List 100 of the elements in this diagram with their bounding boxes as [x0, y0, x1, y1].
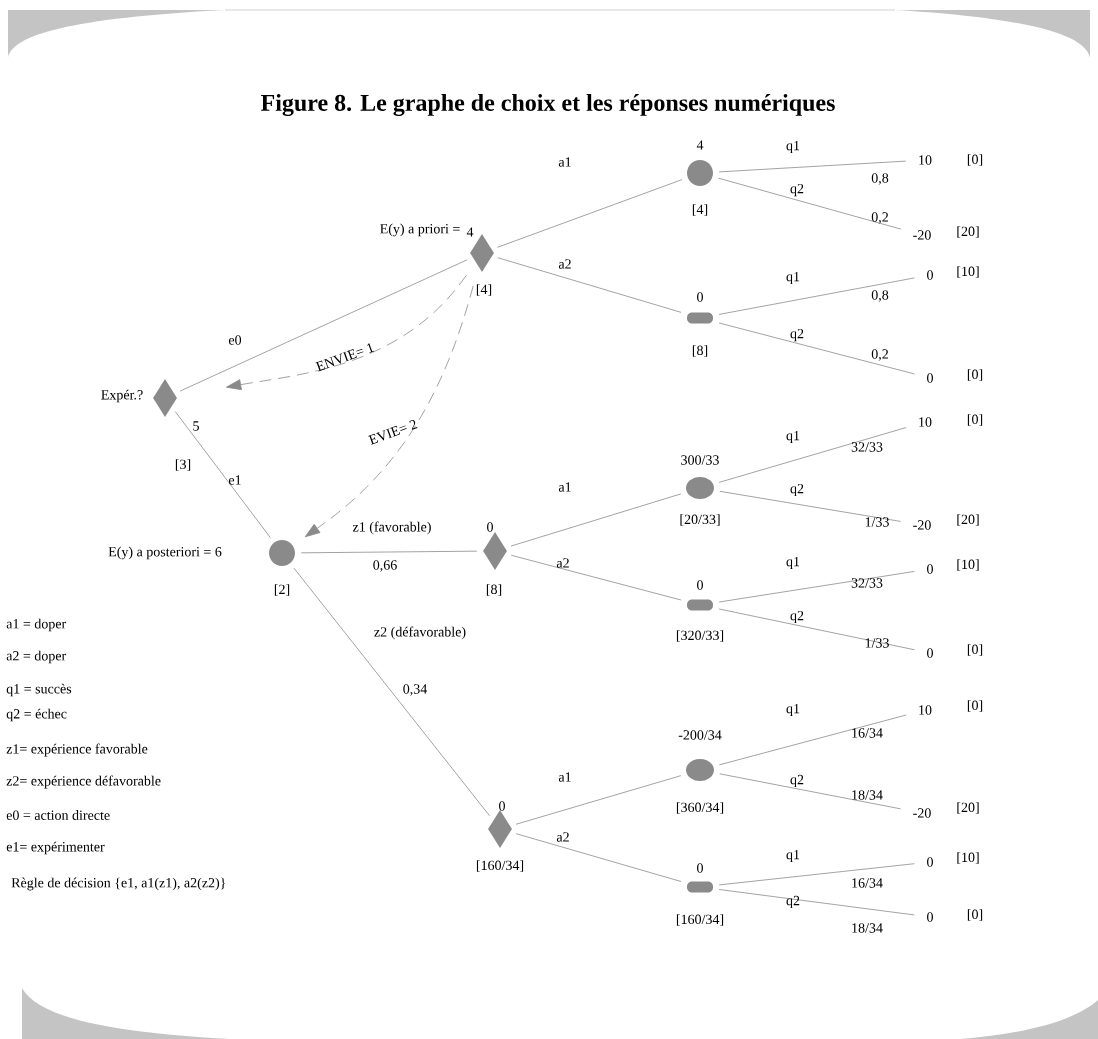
branch-line — [293, 567, 490, 817]
probability-label: 0,66 — [373, 560, 397, 572]
legend-note: e1= expérimenter — [6, 841, 105, 855]
probability-label: 16/34 — [852, 728, 883, 738]
regret-value: [0] — [967, 909, 983, 921]
edge-label: q1 — [786, 849, 800, 863]
chance-circle — [686, 477, 714, 499]
node-value: 0 — [697, 580, 703, 590]
edge-label: q1 — [786, 140, 800, 154]
regret-value: [0] — [967, 414, 983, 426]
node-value: Expér.? — [101, 389, 143, 403]
probability-label: 0,34 — [403, 684, 428, 696]
edge-label: a1 — [558, 157, 571, 167]
probability-label: 1/33 — [865, 638, 889, 648]
payoff-value: -20 — [913, 230, 931, 240]
probability-label: 0,8 — [871, 173, 889, 185]
branch-line — [718, 322, 916, 375]
node-value: [8] — [486, 584, 502, 596]
probability-label: 16/34 — [852, 878, 883, 888]
node-value: [3] — [175, 459, 191, 471]
payoff-value: 0 — [927, 857, 933, 867]
chance-circle — [686, 759, 714, 781]
edge-label: a1 — [558, 482, 571, 492]
node-value: 300/33 — [681, 455, 719, 465]
regret-value: [10] — [957, 852, 979, 864]
arrow — [226, 274, 467, 391]
node-value: [160/34] — [476, 860, 524, 872]
branch-line — [179, 259, 468, 392]
regret-value: [10] — [957, 266, 979, 278]
edge-label: q2 — [790, 774, 804, 788]
payoff-value: -20 — [913, 520, 931, 530]
edge-label: a2 — [556, 558, 569, 568]
chance-capsule — [687, 599, 713, 611]
regret-value: [20] — [957, 226, 979, 238]
payoff-value: 10 — [919, 155, 932, 165]
branch-line — [510, 493, 682, 547]
node-value: 0 — [697, 863, 703, 873]
node-value: [320/33] — [676, 630, 724, 642]
node-value: 4 — [696, 140, 704, 150]
regret-value: [10] — [957, 559, 979, 571]
payoff-value: 0 — [927, 373, 933, 383]
node-value: 0 — [487, 522, 493, 532]
branch-line — [719, 490, 901, 522]
payoff-value: 10 — [919, 417, 932, 427]
edge-label: a2 — [556, 832, 569, 842]
node-value: E(y) a priori = — [380, 223, 460, 237]
branch-line — [515, 833, 682, 882]
branch-line — [718, 571, 915, 603]
edge-label: EVIE= 2 — [368, 420, 418, 445]
branch-line — [174, 411, 271, 539]
title: Figure 8. Le graphe de choix et les réponses numériques — [261, 94, 835, 116]
regret-value: [20] — [957, 514, 979, 526]
edge-label: q2 — [790, 483, 804, 497]
probability-label: 32/33 — [851, 578, 883, 588]
chance-circle — [269, 540, 295, 566]
node-value: [20/33] — [680, 514, 720, 526]
node-value: 5 — [193, 421, 199, 431]
branch-line — [718, 608, 915, 651]
branch-line — [718, 427, 907, 483]
node-value: E(y) a posteriori = 6 — [108, 546, 222, 560]
branch-line — [718, 714, 907, 766]
node-value: [160/34] — [676, 914, 724, 926]
legend-note: q2 = échec — [6, 708, 67, 722]
edge-label: q1 — [786, 703, 800, 717]
branch-line — [300, 550, 478, 554]
legend-note: a1 = doper — [6, 618, 67, 632]
legend-note: Règle de décision {e1, a1(z1), a2(z2)} — [11, 877, 226, 891]
legend-note: e0 = action directe — [6, 810, 110, 820]
branch-line — [515, 775, 682, 825]
branch-line — [510, 554, 682, 601]
regret-value: [0] — [967, 369, 983, 381]
node-value: [4] — [476, 284, 492, 296]
chance-capsule — [687, 881, 713, 893]
branch-line — [497, 179, 683, 248]
probability-label: 0,2 — [871, 349, 888, 361]
edge-label: q2 — [790, 183, 804, 197]
node-value: [2] — [274, 584, 290, 596]
branch-line — [718, 177, 902, 230]
node-value: [360/34] — [676, 802, 724, 814]
branch-line — [718, 863, 915, 886]
arrow — [304, 285, 474, 538]
edge-label: q1 — [786, 430, 800, 444]
node-value: 0 — [499, 801, 505, 811]
payoff-value: 0 — [927, 270, 933, 280]
branch-line — [718, 277, 915, 315]
legend-note: q1 = succès — [6, 683, 72, 697]
payoff-value: 0 — [927, 564, 933, 574]
node-value: 4 — [466, 227, 474, 237]
edge-label: z2 (défavorable) — [374, 626, 466, 640]
node-value: -200/34 — [678, 730, 722, 740]
probability-label: 0,2 — [871, 212, 888, 224]
payoff-value: -20 — [913, 808, 931, 818]
decision-diamond — [483, 532, 507, 570]
decision-diamond — [488, 810, 512, 848]
branch-line — [719, 773, 902, 810]
regret-value: [0] — [967, 644, 983, 656]
branch-line — [718, 889, 915, 916]
node-value: [8] — [692, 345, 708, 357]
decision-diamond — [153, 379, 177, 417]
probability-label: 18/34 — [852, 923, 883, 933]
